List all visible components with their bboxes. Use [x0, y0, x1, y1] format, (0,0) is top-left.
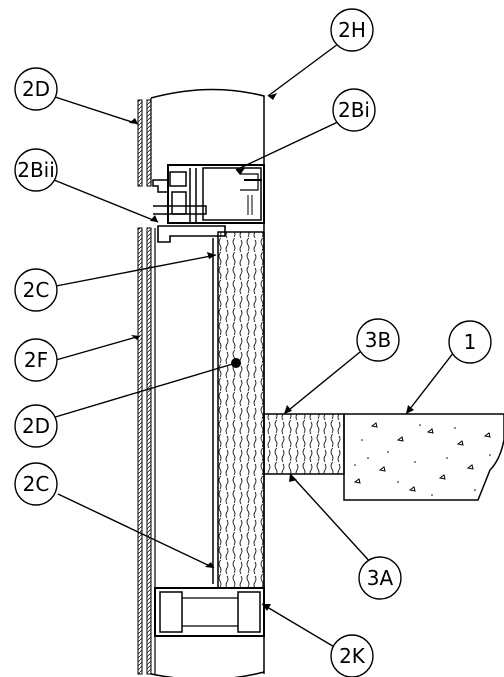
callout-3B: 3B — [356, 318, 400, 362]
bottom-profile — [150, 587, 265, 677]
floor-slab — [263, 413, 504, 501]
callout-2K: 2K — [330, 634, 374, 677]
callout-label: 2C — [23, 278, 50, 302]
callout-label: 3B — [365, 328, 391, 352]
callout-2C-top: 2C — [14, 268, 58, 312]
callout-label: 2D — [22, 77, 50, 101]
callout-1: 1 — [448, 320, 492, 364]
callout-label: 2Bii — [17, 158, 55, 182]
callout-2D-top: 2D — [14, 67, 58, 111]
callout-label: 2Bi — [338, 98, 370, 122]
callout-2D-mid: 2D — [14, 404, 58, 448]
callout-2F: 2F — [14, 338, 58, 382]
callout-2Bi: 2Bi — [332, 88, 376, 132]
callout-label: 2K — [339, 644, 366, 668]
callout-2H: 2H — [330, 8, 374, 52]
callout-2C-bottom: 2C — [14, 462, 58, 506]
callout-label: 2H — [338, 18, 366, 42]
arrowheads — [129, 93, 414, 611]
concrete-aggregate — [353, 422, 491, 492]
callout-label: 2C — [23, 472, 50, 496]
callout-label: 2D — [22, 414, 50, 438]
callout-label: 1 — [464, 330, 477, 354]
callout-label: 2F — [24, 348, 48, 372]
callout-3A: 3A — [358, 556, 402, 600]
leader-lines — [51, 43, 455, 649]
transom-profile — [152, 164, 265, 243]
callout-2Bii: 2Bii — [14, 148, 58, 192]
callout-label: 3A — [367, 566, 394, 590]
top-cap — [150, 88, 265, 230]
